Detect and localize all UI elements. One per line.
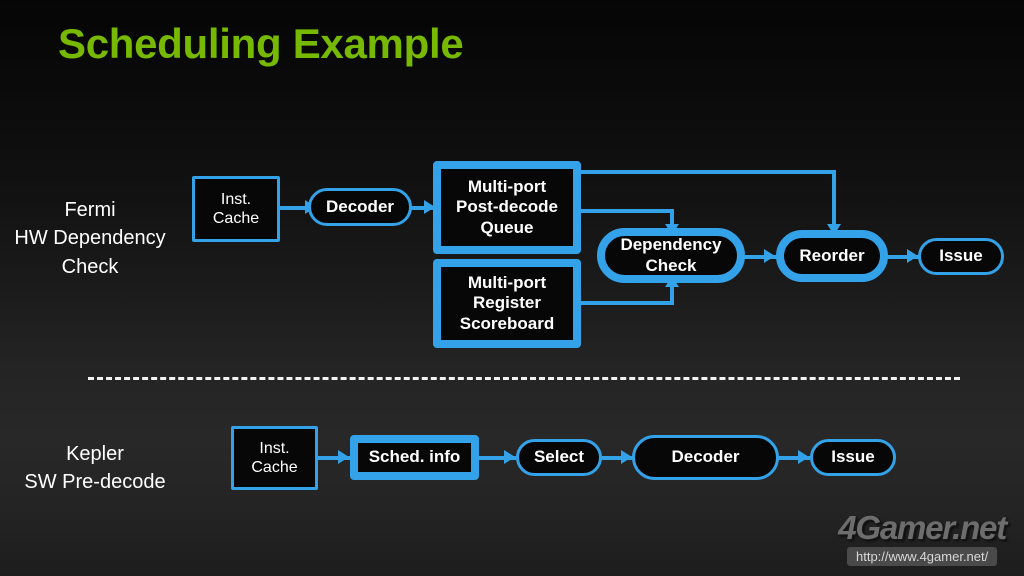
node-fermi-register-scoreboard[interactable]: Multi-port Register Scoreboard — [433, 259, 581, 348]
arrowhead-kepler-instcache-to-schedinfo — [338, 450, 349, 464]
node-kepler-issue-label: Issue — [831, 447, 875, 467]
arrowhead-decoder-to-postdecode-queue — [424, 200, 435, 214]
node-fermi-reorder[interactable]: Reorder — [776, 230, 888, 282]
connector-postdecode-queue-to-reorder-h — [578, 170, 836, 174]
arrowhead-kepler-schedinfo-to-select — [504, 450, 515, 464]
connector-kepler-instcache-to-schedinfo — [318, 456, 350, 460]
node-fermi-dependency-check-line-2: Check — [645, 255, 697, 275]
node-fermi-dependency-check-line-1: Dependency — [620, 235, 722, 255]
row-label-fermi: Fermi HW Dependency Check — [0, 196, 180, 281]
row-label-kepler-line-2: SW Pre-decode — [24, 471, 166, 494]
row-label-fermi-line-3: Check — [61, 255, 119, 278]
watermark: 4Gamer.net http://www.4gamer.net/ — [838, 509, 1007, 566]
node-fermi-issue[interactable]: Issue — [918, 238, 1004, 275]
node-fermi-register-scoreboard-line-2: Register — [472, 293, 541, 313]
page-title: Scheduling Example — [58, 20, 464, 67]
node-kepler-decoder-label: Decoder — [671, 447, 740, 467]
node-kepler-decoder[interactable]: Decoder — [632, 435, 779, 480]
connector-postdecode-queue-to-dependency-check-h — [578, 209, 674, 213]
node-fermi-inst-cache[interactable]: Inst. Cache — [192, 176, 280, 242]
node-fermi-inst-cache-line-1: Inst. — [220, 190, 252, 208]
row-label-kepler: Kepler SW Pre-decode — [0, 440, 190, 497]
connector-kepler-select-to-decoder — [601, 456, 633, 460]
connector-dependency-check-to-reorder — [744, 255, 778, 259]
node-kepler-select-label: Select — [533, 447, 585, 467]
arrowhead-reorder-to-issue — [907, 249, 918, 263]
row-label-fermi-line-2: HW Dependency — [14, 227, 166, 250]
connector-kepler-schedinfo-to-select — [478, 456, 516, 460]
node-kepler-select[interactable]: Select — [516, 439, 602, 476]
node-kepler-sched-info[interactable]: Sched. info — [350, 435, 479, 480]
connector-postdecode-queue-to-dependency-check-v — [670, 209, 674, 226]
arrowhead-dependency-check-to-reorder — [764, 249, 775, 263]
node-fermi-postdecode-queue-line-2: Post-decode — [455, 197, 559, 217]
node-kepler-sched-info-label: Sched. info — [368, 447, 461, 467]
connector-reorder-to-issue — [887, 255, 919, 259]
node-kepler-inst-cache[interactable]: Inst. Cache — [231, 426, 318, 490]
node-kepler-inst-cache-line-1: Inst. — [259, 439, 290, 457]
node-fermi-postdecode-queue-line-1: Multi-port — [467, 176, 547, 196]
node-kepler-inst-cache-line-2: Cache — [251, 459, 298, 476]
connector-instcache-to-decoder — [280, 206, 308, 210]
node-fermi-postdecode-queue-line-3: Queue — [480, 217, 534, 237]
node-fermi-register-scoreboard-line-3: Scoreboard — [459, 313, 555, 333]
node-fermi-decoder[interactable]: Decoder — [308, 188, 412, 226]
arrowhead-kepler-select-to-decoder — [621, 450, 632, 464]
node-kepler-issue[interactable]: Issue — [810, 439, 896, 476]
watermark-url: http://www.4gamer.net/ — [847, 547, 998, 566]
node-fermi-reorder-label: Reorder — [799, 245, 865, 265]
node-fermi-inst-cache-line-2: Cache — [212, 210, 260, 227]
node-fermi-register-scoreboard-line-1: Multi-port — [467, 272, 547, 292]
connector-postdecode-queue-to-reorder-v — [832, 170, 836, 226]
section-divider — [88, 377, 960, 380]
row-label-kepler-line-1: Kepler — [66, 443, 124, 465]
node-fermi-dependency-check[interactable]: Dependency Check — [597, 228, 745, 283]
watermark-logo: 4Gamer.net — [838, 509, 1007, 546]
connector-scoreboard-to-dependency-check-h — [578, 301, 674, 305]
connector-kepler-decoder-to-issue — [778, 456, 810, 460]
arrowhead-kepler-decoder-to-issue — [798, 450, 809, 464]
node-fermi-postdecode-queue[interactable]: Multi-port Post-decode Queue — [433, 161, 581, 254]
connector-scoreboard-to-dependency-check-v — [670, 285, 674, 303]
node-fermi-decoder-label: Decoder — [325, 196, 395, 216]
node-fermi-issue-label: Issue — [939, 246, 983, 266]
row-label-fermi-line-1: Fermi — [64, 199, 116, 221]
